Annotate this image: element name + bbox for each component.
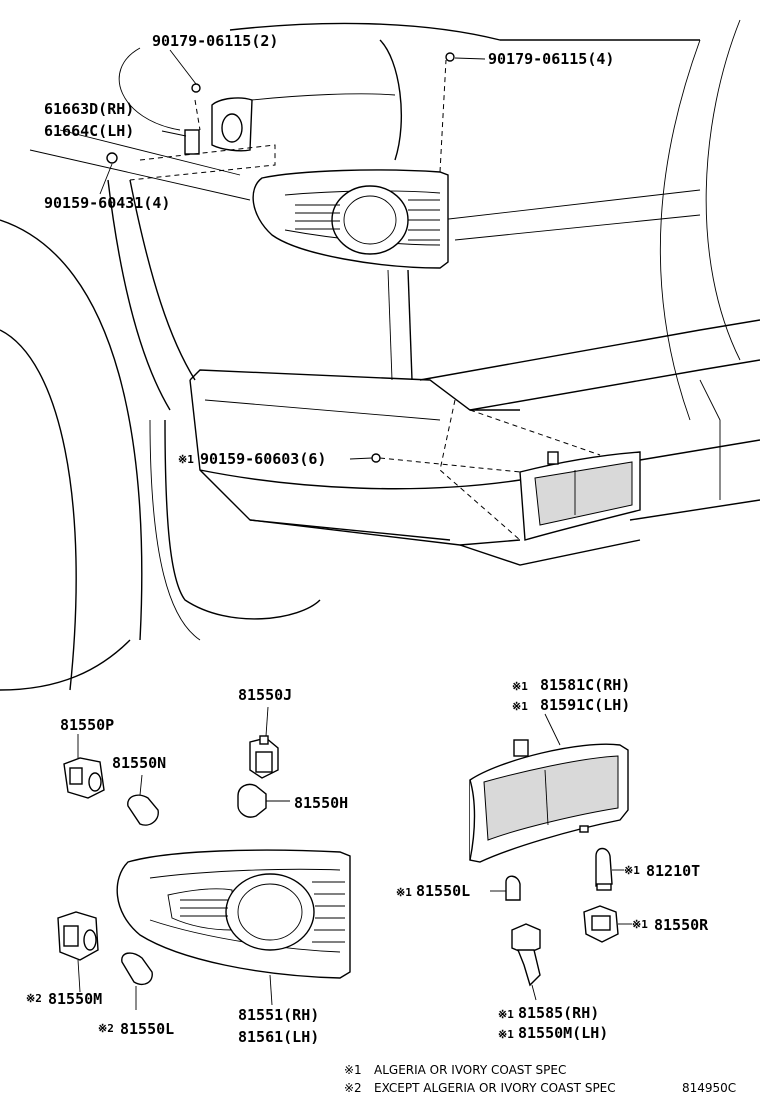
front-combination-lamp-installed <box>252 169 449 269</box>
label-81210T-mark: ※1 <box>624 864 640 877</box>
label-81550M2: 81550M(LH) <box>518 1024 608 1042</box>
front-lamp-lens-assembly <box>116 849 351 1006</box>
bulb-81210T <box>595 847 624 891</box>
label-lamp-rh: 81581C(RH) <box>540 676 630 694</box>
socket-81550R <box>583 905 632 943</box>
label-81550J: 81550J <box>238 686 292 704</box>
note-2-mark: ※2 <box>344 1081 362 1095</box>
bulb-81550H <box>237 783 290 818</box>
label-81550M2-mark: ※1 <box>498 1028 514 1041</box>
socket-81550P <box>63 734 105 799</box>
figure-code: 814950C <box>682 1081 736 1095</box>
label-81550P: 81550P <box>60 716 114 734</box>
note-1-text: ALGERIA OR IVORY COAST SPEC <box>374 1063 566 1077</box>
label-bolt-top-left: 90179-06115(2) <box>152 32 278 50</box>
label-lamp-lh-mark: ※1 <box>512 700 528 713</box>
label-81550R-mark: ※1 <box>632 918 648 931</box>
label-81550L-mark: ※1 <box>396 886 412 899</box>
label-lens-rh: 81551(RH) <box>238 1006 319 1024</box>
label-lens-lh: 81561(LH) <box>238 1028 319 1046</box>
label-screw-bumper-mark: ※1 <box>178 453 194 466</box>
bulb-81550L-2 <box>121 952 153 1010</box>
socket-81550M <box>57 911 99 993</box>
label-81585-mark: ※1 <box>498 1008 514 1021</box>
label-screw-left: 90159-60431(4) <box>44 194 170 212</box>
turn-signal-lamp-assembly <box>469 713 629 863</box>
label-socket-rh: 61663D(RH) <box>44 100 134 118</box>
label-81550N: 81550N <box>112 754 166 772</box>
socket-81550J <box>249 706 279 779</box>
label-bolt-top-right: 90179-06115(4) <box>488 50 614 68</box>
label-81550L2: 81550L <box>120 1020 174 1038</box>
bulb-81550N <box>127 774 159 826</box>
label-81550L2-mark: ※2 <box>98 1022 114 1035</box>
note-2-text: EXCEPT ALGERIA OR IVORY COAST SPEC <box>374 1081 616 1095</box>
bulb-81550L <box>490 875 521 901</box>
label-81210T: 81210T <box>646 862 700 880</box>
label-81550L: 81550L <box>416 882 470 900</box>
label-81550R: 81550R <box>654 916 709 934</box>
turn-signal-lamp-installed <box>379 399 641 541</box>
label-81585: 81585(RH) <box>518 1004 599 1022</box>
label-81550M: 81550M <box>48 990 102 1008</box>
label-screw-bumper: 90159-60603(6) <box>200 450 326 468</box>
label-lamp-lh: 81591C(LH) <box>540 696 630 714</box>
vehicle-body <box>0 19 760 691</box>
label-81550M-mark: ※2 <box>26 992 42 1005</box>
socket-81585 <box>511 923 541 1001</box>
label-81550H: 81550H <box>294 794 348 812</box>
note-1-mark: ※1 <box>344 1063 362 1077</box>
lamp-socket-bracket <box>129 59 447 181</box>
label-lamp-rh-mark: ※1 <box>512 680 528 693</box>
label-socket-lh: 61664C(LH) <box>44 122 134 140</box>
